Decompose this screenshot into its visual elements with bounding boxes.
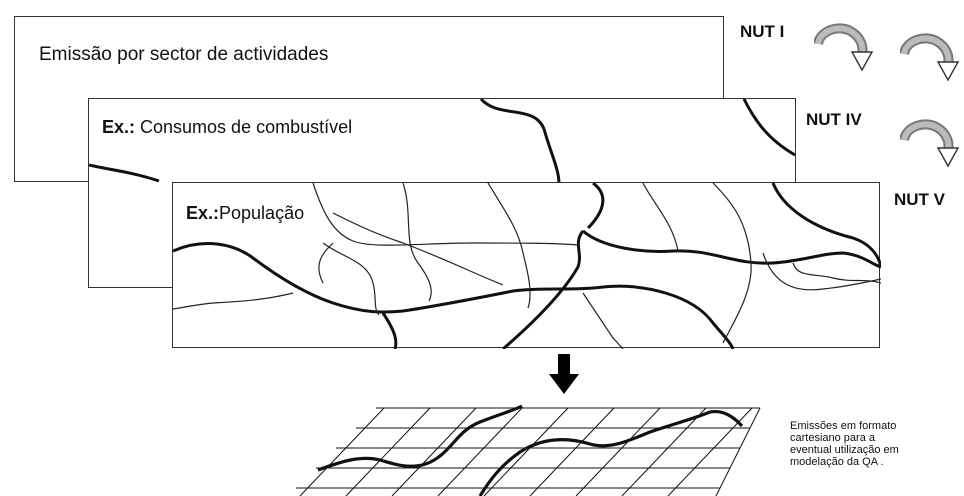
panel-fuel-label: Consumos de combustível	[135, 117, 353, 137]
caption-line: eventual utilização em	[790, 444, 899, 456]
down-arrow-icon	[549, 354, 579, 394]
panel-population: Ex.:População	[172, 182, 881, 349]
population-map-lines	[173, 183, 881, 349]
nut1-label: NUT I	[740, 22, 785, 41]
panel-fuel-title: Ex.: Consumos de combustível	[102, 117, 352, 138]
panel-population-title: Ex.:População	[186, 203, 304, 224]
panel-fuel-prefix: Ex.:	[102, 117, 136, 137]
curved-arrow-icon	[814, 23, 874, 72]
nut5-label: NUT V	[894, 190, 945, 209]
curved-arrow-icon	[900, 119, 960, 168]
panel-population-prefix: Ex.:	[186, 203, 220, 223]
panel-sector-title: Emissão por sector de actividades	[39, 44, 329, 65]
caption-line: Emissões em formato	[790, 420, 897, 432]
caption-line: cartesiano para a	[790, 432, 875, 444]
panel-population-label: População	[219, 203, 305, 223]
caption-line: modelação da QA .	[790, 456, 884, 468]
curved-arrow-icon	[900, 33, 960, 82]
fuel-map-lines	[89, 99, 796, 185]
grid-caption: Emissões em formato cartesiano para a ev…	[790, 420, 960, 468]
nut4-label: NUT IV	[806, 110, 862, 129]
